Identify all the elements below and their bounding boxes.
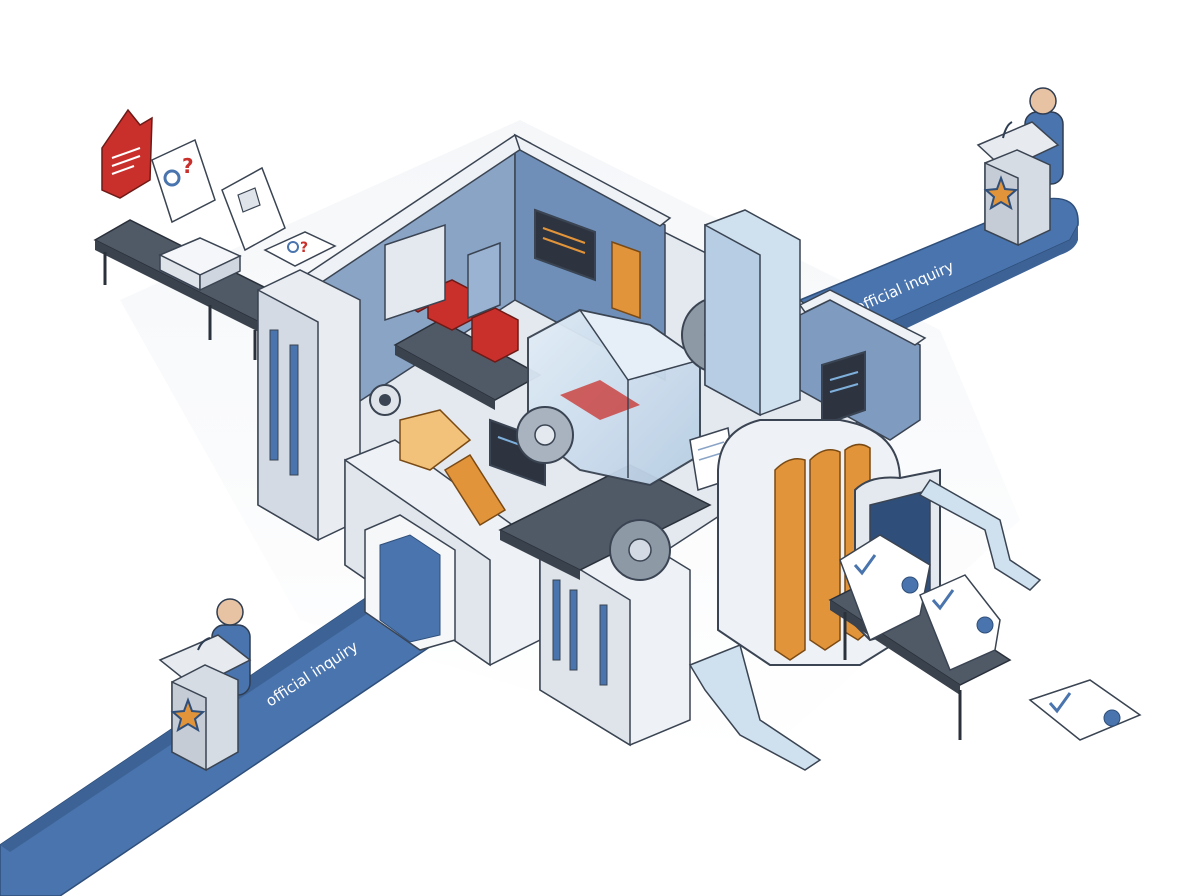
gear-icon [609, 519, 671, 581]
orange-panel [611, 240, 641, 320]
certified-document-icon [839, 534, 931, 642]
star-emblem-icon [983, 175, 1019, 211]
ballot-document-icon [221, 166, 286, 252]
podium-left [158, 598, 252, 772]
star-emblem-icon [170, 697, 206, 733]
checkmark-icon [1048, 692, 1072, 714]
water-channel [688, 479, 1042, 771]
seal-icon [901, 576, 919, 594]
seal-icon [976, 616, 994, 634]
lower-conveyor [498, 464, 712, 580]
processing-building [257, 133, 927, 747]
certified-document-icon [1028, 679, 1142, 741]
svg-text:?: ? [300, 240, 308, 256]
checkmark-icon [853, 554, 877, 576]
gear-icon [516, 406, 574, 464]
podium-right [976, 87, 1064, 247]
eye-lens-icon [369, 384, 401, 416]
input-conveyor [93, 219, 302, 360]
microphone-icon [1002, 121, 1013, 139]
seal-icon [1103, 709, 1121, 727]
microphone-icon [197, 637, 211, 651]
red-folder-icon [101, 108, 153, 199]
monitor-icon [821, 350, 866, 427]
monitor-icon [534, 208, 596, 282]
svg-text:?: ? [182, 154, 194, 178]
podium-icon [976, 121, 1060, 247]
gear-question-icon: ? [151, 138, 216, 224]
certified-document-icon [919, 574, 1001, 672]
podium-icon [158, 634, 252, 772]
glass-tower [704, 209, 801, 417]
gear-question-card: ? [263, 231, 337, 267]
ballot-box-icon [158, 237, 242, 292]
checkmark-icon [931, 589, 955, 611]
funnel-icon [399, 409, 507, 527]
doorway [384, 223, 501, 322]
